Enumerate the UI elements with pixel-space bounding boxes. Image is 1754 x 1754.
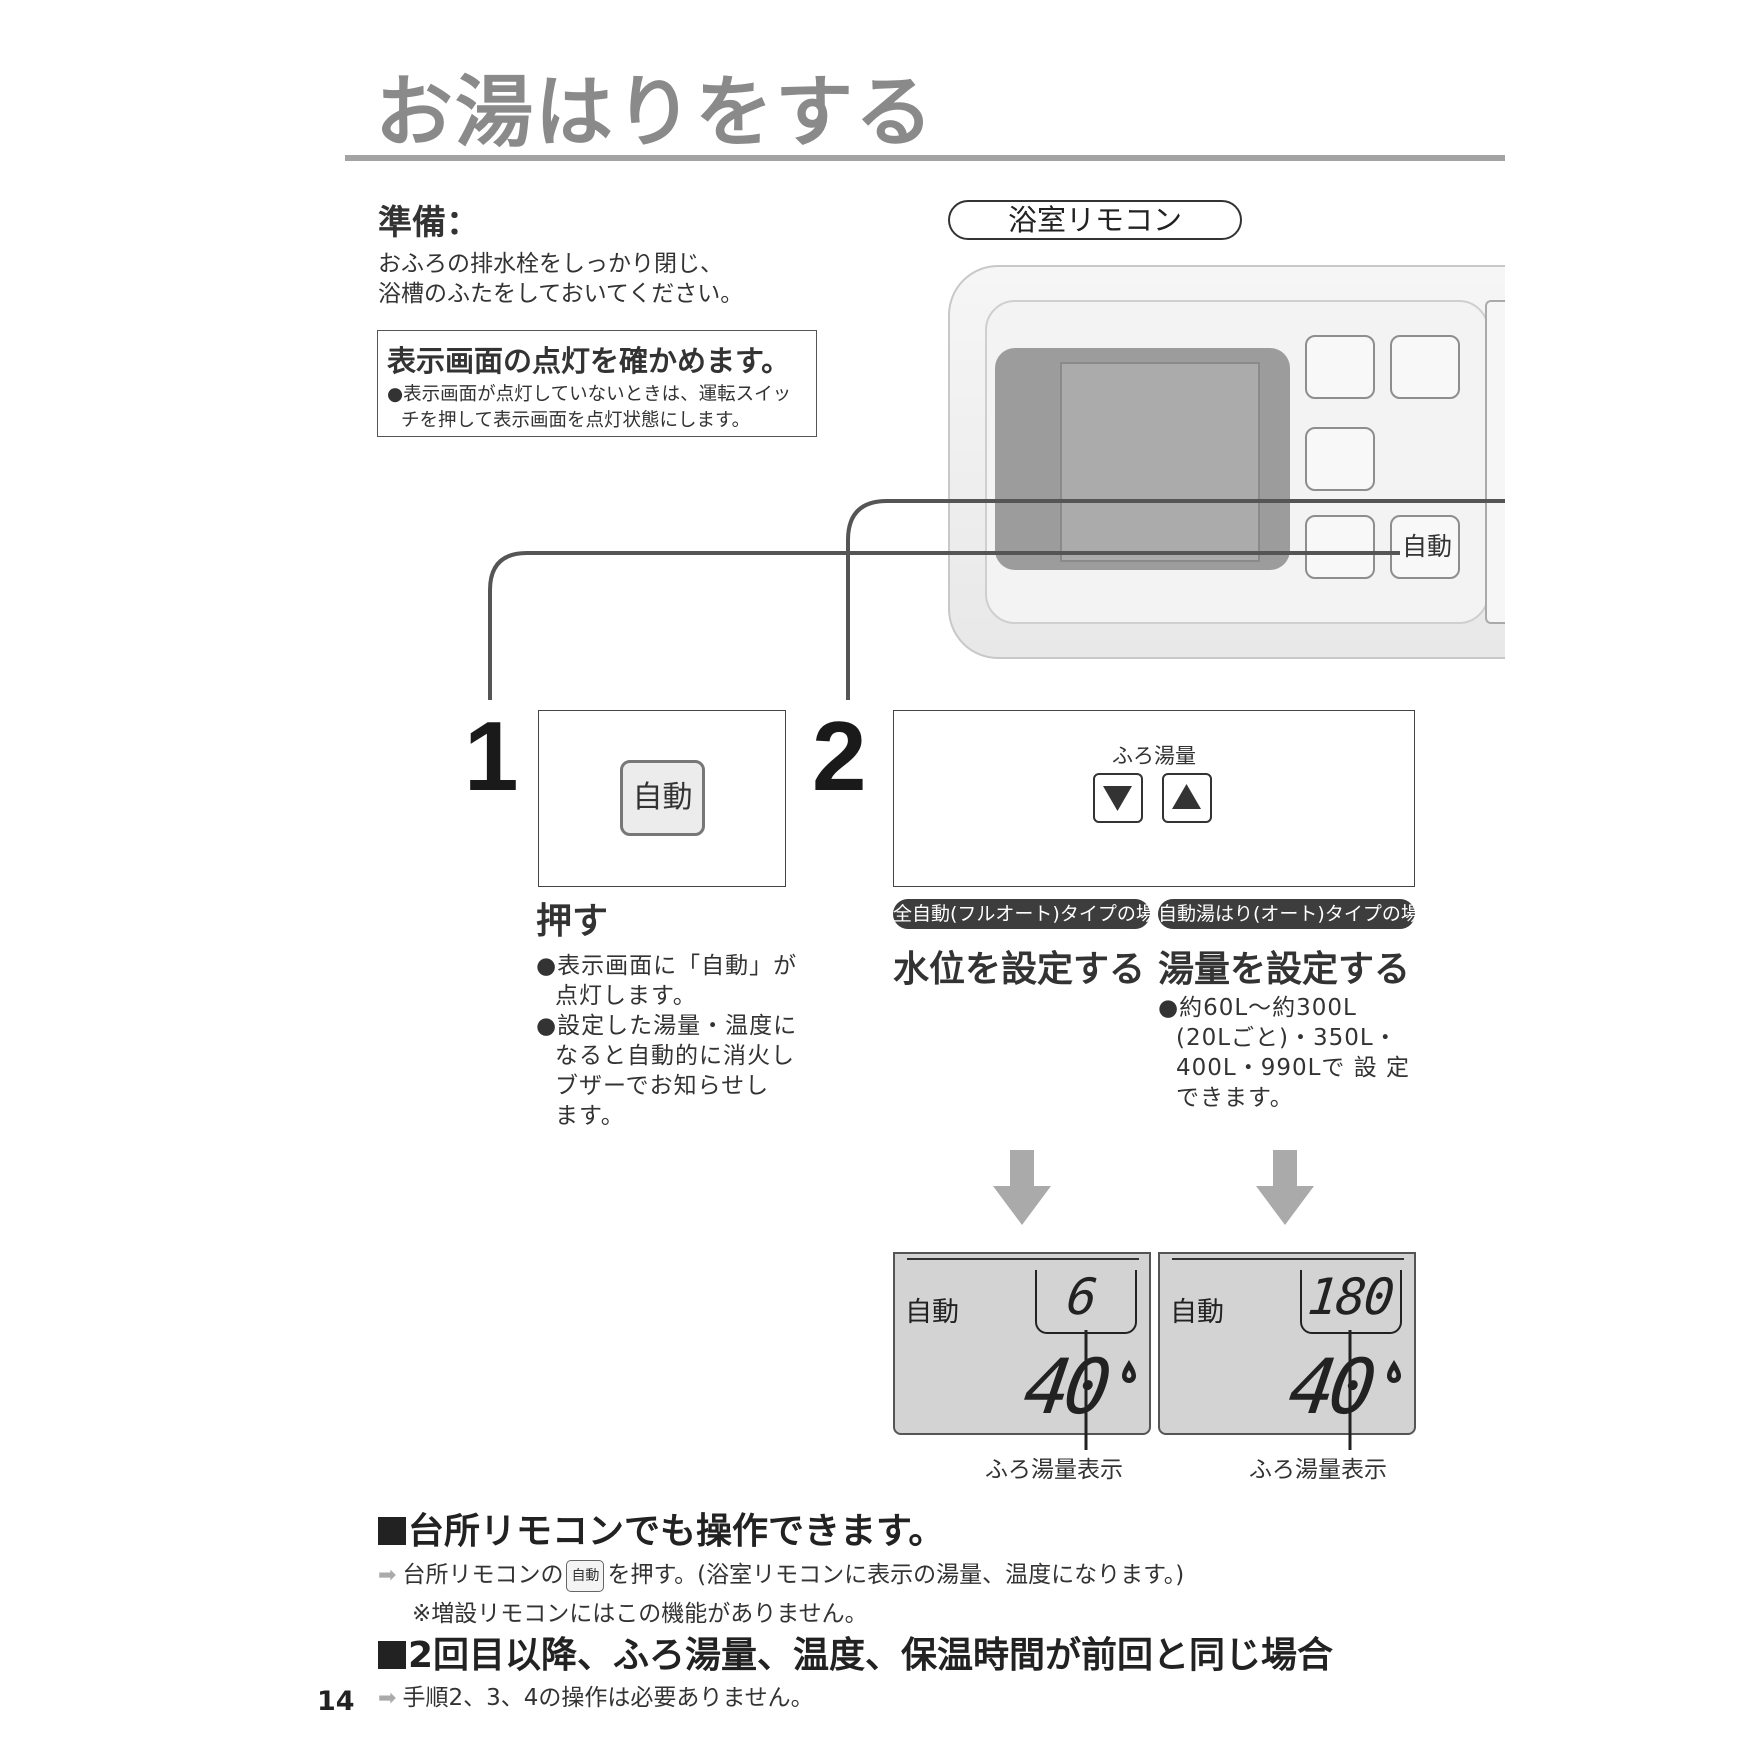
volume-down-button[interactable] — [1093, 773, 1143, 823]
lcd-volume-caption: ふろ湯量表示 — [985, 1457, 1123, 1483]
check-box-note: チを押して表示画面を点灯状態にします。 — [401, 410, 751, 431]
auto-type-pill: 自動湯はり(オート)タイプの場合 — [1158, 899, 1439, 929]
lcd-temperature: 40 — [1018, 1342, 1111, 1431]
remote-button[interactable] — [1305, 335, 1375, 399]
step2-leader-line — [846, 499, 1505, 700]
kitchen-remote-heading: 台所リモコンでも操作できます。 — [378, 1502, 944, 1554]
down-arrow-icon — [1256, 1150, 1314, 1225]
remote-auto-button[interactable]: 自動 — [1390, 515, 1460, 579]
flame-icon — [1122, 1360, 1136, 1383]
lcd-top-line — [1172, 1258, 1404, 1260]
lcd-callout-line — [1084, 1330, 1088, 1450]
volume-up-button[interactable] — [1162, 773, 1212, 823]
lcd-display-water-volume: 自動 180 40 — [1158, 1252, 1416, 1435]
step2-panel — [893, 710, 1415, 887]
down-arrow-icon — [993, 1150, 1051, 1225]
step-number: 2 — [812, 701, 867, 811]
repeat-line-text: 手順2、3、4の操作は必要ありません。 — [402, 1685, 814, 1711]
volume-bullet: ●約60L～約300L — [1158, 995, 1357, 1021]
step1-bullet: ブザーでお知らせし — [555, 1073, 770, 1099]
remote-button[interactable] — [1305, 427, 1375, 491]
lcd-temperature: 40 — [1283, 1342, 1376, 1431]
page-title: お湯はりをする — [375, 68, 936, 158]
triangle-down-icon — [1103, 786, 1132, 811]
prep-heading: 準備： — [378, 203, 480, 243]
volume-bullet: 400L・990Lで 設 定 — [1176, 1055, 1411, 1081]
step1-bullet: ●表示画面に「自動」が — [536, 953, 798, 979]
remote-label: 浴室リモコン — [948, 200, 1242, 240]
full-auto-type-pill: 全自動(フルオート)タイプの場合 — [893, 899, 1174, 929]
remote-button[interactable] — [1390, 335, 1460, 399]
step1-bullet: なると自動的に消火し — [555, 1043, 795, 1069]
lcd-top-line — [907, 1258, 1139, 1260]
kitchen-remote-heading-text: 台所リモコンでも操作できます。 — [408, 1511, 945, 1552]
remote-auto-button-label: 自動 — [1401, 532, 1452, 561]
volume-bullet: (20Lごと)・350L・ — [1176, 1025, 1398, 1051]
lcd-auto-indicator: 自動 — [905, 1297, 959, 1328]
kitchen-remote-note: ※増設リモコンにはこの機能がありません。 — [412, 1601, 868, 1627]
check-box-note: ●表示画面が点灯していないときは、運転スイッ — [387, 384, 792, 405]
lcd-display-water-level: 自動 6 40 — [893, 1252, 1151, 1435]
step-number: 1 — [464, 701, 519, 811]
right-arrow-icon: ➡ — [378, 1686, 397, 1711]
water-volume-heading: 湯量を設定する — [1158, 949, 1411, 990]
page-number: 14 — [317, 1686, 355, 1717]
check-box — [377, 330, 817, 437]
remote-button[interactable] — [1305, 515, 1375, 579]
furo-volume-label: ふろ湯量 — [1112, 744, 1196, 768]
repeat-heading: 2回目以降、ふろ湯量、温度、保温時間が前回と同じ場合 — [378, 1626, 1333, 1678]
kitchen-auto-key: 自動 — [566, 1559, 605, 1592]
title-rule — [345, 155, 1505, 161]
right-arrow-icon: ➡ — [378, 1563, 397, 1588]
water-level-heading: 水位を設定する — [893, 949, 1146, 990]
remote-screen — [1060, 362, 1260, 562]
kitchen-remote-line-text: 台所リモコンの — [402, 1562, 564, 1588]
remote-side-panel — [1485, 300, 1505, 624]
step1-leader-line — [488, 551, 1400, 700]
step1-bullet: 点灯します。 — [555, 983, 697, 1009]
volume-bullet: できます。 — [1176, 1085, 1294, 1111]
kitchen-remote-line: ➡台所リモコンの自動を押す。(浴室リモコンに表示の湯量、温度になります。) — [378, 1555, 1184, 1592]
repeat-line: ➡手順2、3、4の操作は必要ありません。 — [378, 1678, 814, 1712]
repeat-heading-text: 2回目以降、ふろ湯量、温度、保温時間が前回と同じ場合 — [408, 1635, 1334, 1676]
step1-bullet: ●設定した湯量・温度に — [536, 1013, 798, 1039]
lcd-volume-value: 180 — [1304, 1268, 1396, 1326]
triangle-up-icon — [1172, 784, 1201, 809]
remote-illustration: 自動 — [940, 255, 1505, 675]
black-square-icon — [378, 1641, 406, 1669]
step1-auto-button[interactable]: 自動 — [620, 760, 705, 836]
prep-line: おふろの排水栓をしっかり閉じ、 — [378, 251, 723, 277]
kitchen-remote-line-text: を押す。(浴室リモコンに表示の湯量、温度になります。) — [607, 1562, 1185, 1588]
lcd-callout-line — [1348, 1330, 1352, 1450]
flame-icon — [1387, 1360, 1401, 1383]
step1-bullet: ます。 — [555, 1103, 625, 1129]
prep-line: 浴槽のふたをしておいてください。 — [378, 281, 744, 307]
step1-action: 押す — [536, 901, 609, 942]
black-square-icon — [378, 1517, 406, 1545]
lcd-volume-caption: ふろ湯量表示 — [1249, 1457, 1387, 1483]
lcd-auto-indicator: 自動 — [1170, 1297, 1224, 1328]
check-box-title: 表示画面の点灯を確かめます。 — [387, 344, 791, 378]
